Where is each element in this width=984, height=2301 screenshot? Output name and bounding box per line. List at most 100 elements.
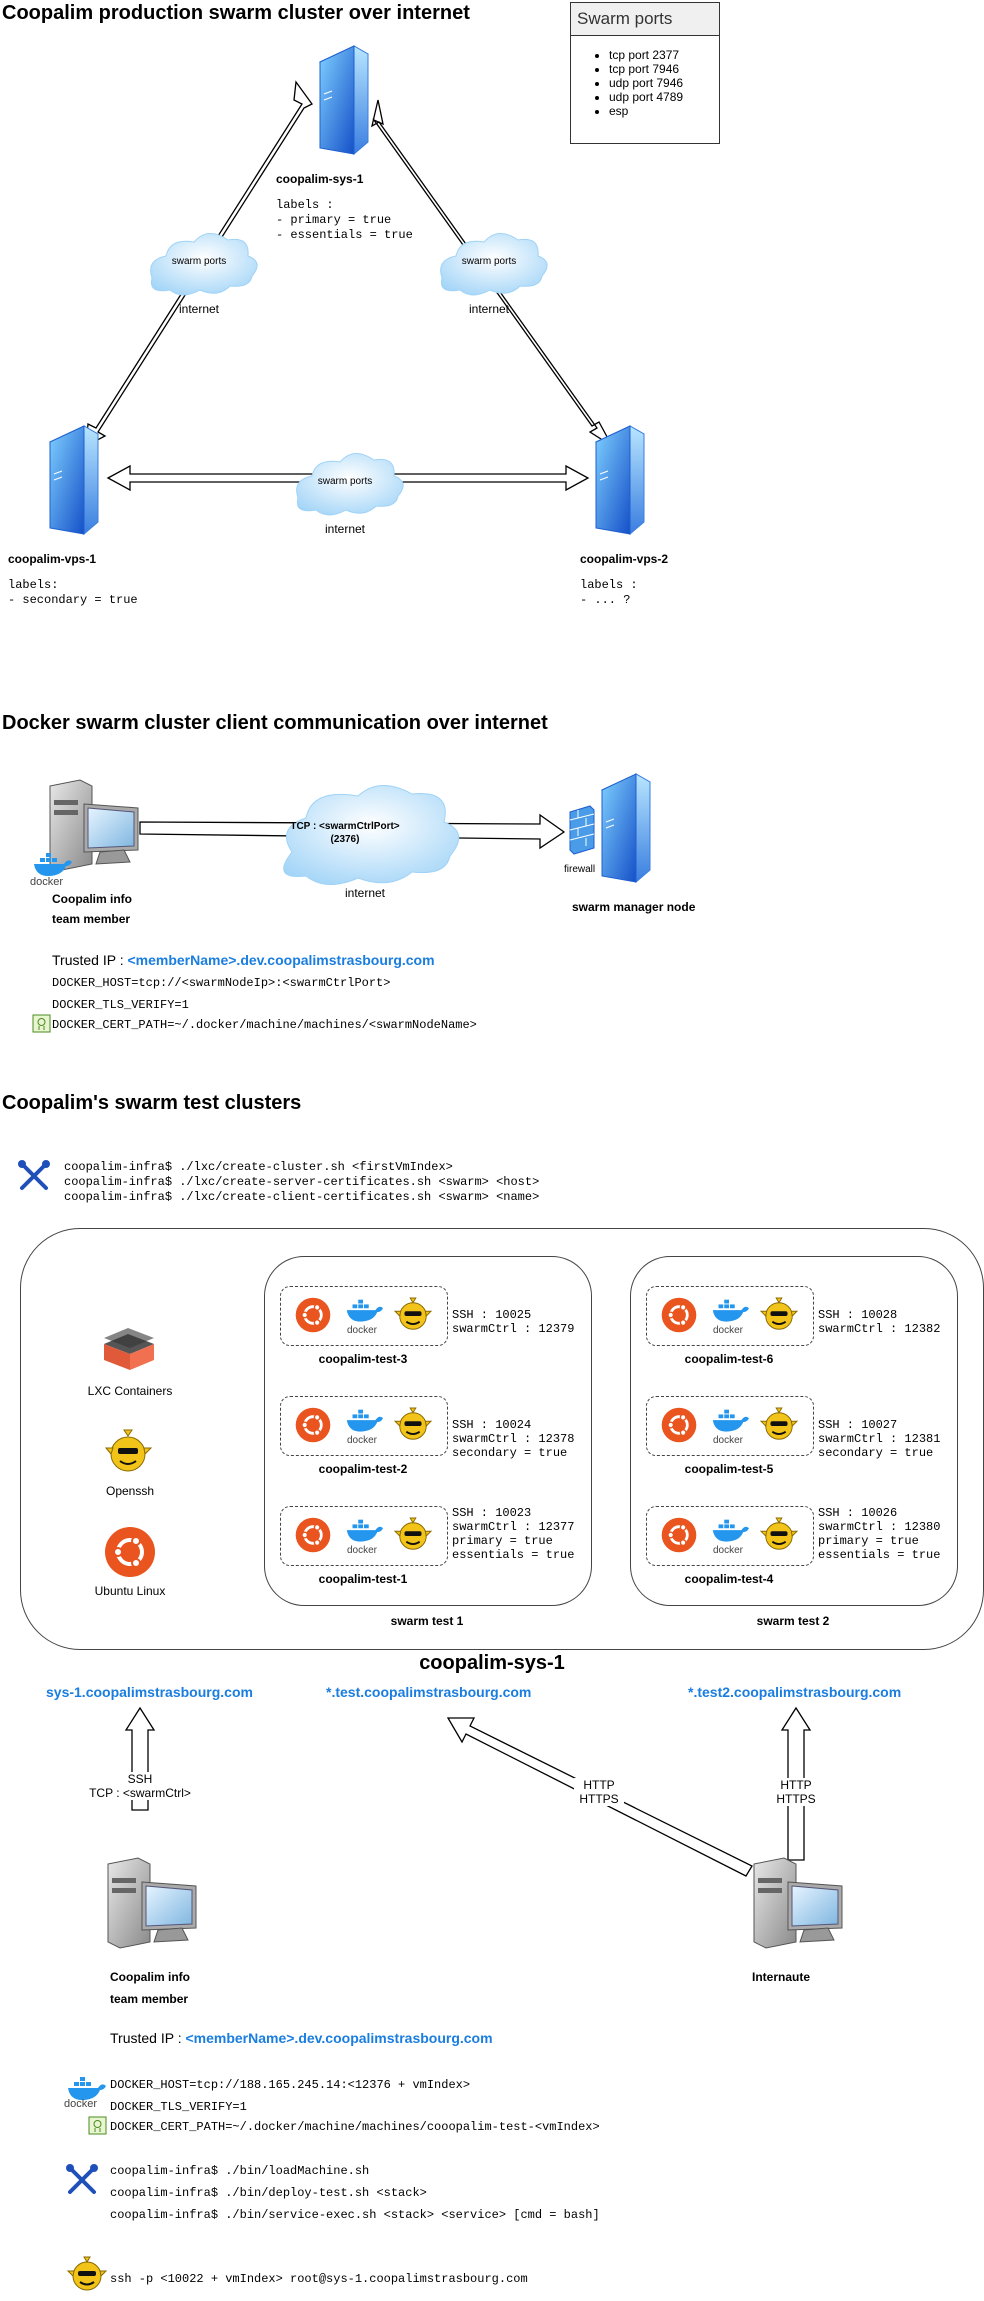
node-name-sys1: coopalim-sys-1 (276, 172, 364, 186)
section1-title: Coopalim production swarm cluster over i… (2, 2, 470, 24)
certificate-icon (32, 1014, 51, 1033)
tcp-label: TCP : <swarmCtrlPort> (2376) (280, 820, 410, 846)
trusted-ip-value: <memberName>.dev.coopalimstrasbourg.com (127, 952, 435, 968)
vm-box: docker (646, 1506, 814, 1566)
cloud-label: swarm ports (317, 476, 373, 487)
workstation-icon (753, 1857, 843, 1949)
swarm-cluster-name: swarm test 2 (756, 1614, 830, 1628)
cloud-icon (440, 233, 548, 296)
legend-item: tcp port 2377 (609, 48, 719, 62)
docker-logo-text: docker (30, 876, 64, 888)
member-label-1: Coopalim info (110, 1970, 190, 1984)
http-label-1: HTTP (771, 1778, 821, 1792)
http-label-2: HTTPS (771, 1792, 821, 1806)
vm-name: coopalim-test-6 (684, 1352, 774, 1366)
vm-box: docker (280, 1396, 448, 1456)
docker-logo-text: docker (347, 1435, 378, 1446)
trusted-ip: Trusted IP : <memberName>.dev.coopalimst… (52, 952, 435, 968)
swarm-ports-legend: Swarm ports tcp port 2377 tcp port 7946 … (570, 2, 720, 144)
swarm-cluster-name: swarm test 1 (390, 1614, 464, 1628)
openssh-icon (66, 2256, 108, 2291)
workstation-icon (107, 1857, 197, 1949)
node-labels-vps1: labels: - secondary = true (8, 578, 138, 607)
internet-label: internet (178, 302, 220, 316)
vm-box: docker (280, 1286, 448, 1346)
section3-title: Coopalim's swarm test clusters (2, 1092, 302, 1114)
env-docker-tls: DOCKER_TLS_VERIFY=1 (52, 998, 189, 1012)
env-docker-host: DOCKER_HOST=tcp://<swarmNodeIp>:<swarmCt… (52, 976, 391, 990)
vm-info: SSH : 10028 swarmCtrl : 12382 (818, 1308, 941, 1336)
tools-icon (66, 2164, 98, 2194)
legend-item: udp port 4789 (609, 90, 719, 104)
firewall-label: firewall (564, 864, 596, 875)
legend-item: esp (609, 104, 719, 118)
ssh-command: ssh -p <10022 + vmIndex> root@sys-1.coop… (110, 2272, 528, 2286)
env-docker-cert: DOCKER_CERT_PATH=~/.docker/machine/machi… (52, 1018, 477, 1032)
vm-info: SSH : 10026 swarmCtrl : 12380 primary = … (818, 1506, 941, 1562)
internet-label: internet (324, 522, 366, 536)
cloud-icon (296, 453, 404, 516)
workstation-icon (49, 779, 139, 871)
docker-logo-text: docker (347, 1325, 378, 1336)
trusted-ip-value: <memberName>.dev.coopalimstrasbourg.com (185, 2030, 493, 2046)
vm-box: docker (646, 1396, 814, 1456)
vm-name: coopalim-test-3 (318, 1352, 408, 1366)
manager-label: swarm manager node (572, 900, 696, 914)
node-labels-vps2: labels : - ... ? (580, 578, 638, 607)
legend-item: tcp port 7946 (609, 62, 719, 76)
node-name-vps2: coopalim-vps-2 (580, 552, 669, 566)
env-docker-tls: DOCKER_TLS_VERIFY=1 (110, 2100, 247, 2114)
internet-label: internet (468, 302, 510, 316)
member-label-2: team member (52, 912, 131, 926)
ssh-label-2: TCP : <swarmCtrl> (80, 1786, 200, 1800)
cmd-service-exec: coopalim-infra$ ./bin/service-exec.sh <s… (110, 2208, 600, 2222)
openssh-icon (104, 1429, 153, 1472)
firewall-icon (569, 805, 595, 855)
server-icon (594, 425, 646, 536)
vm-info: SSH : 10023 swarmCtrl : 12377 primary = … (452, 1506, 575, 1562)
setup-commands: coopalim-infra$ ./lxc/create-cluster.sh … (64, 1160, 540, 1204)
vm-box: docker (280, 1506, 448, 1566)
internaute-label: Internaute (752, 1970, 811, 1984)
domain-test: *.test.coopalimstrasbourg.com (326, 1684, 532, 1700)
cmd-load-machine: coopalim-infra$ ./bin/loadMachine.sh (110, 2164, 370, 2178)
domain-sys1: sys-1.coopalimstrasbourg.com (46, 1684, 253, 1700)
ubuntu-label: Ubuntu Linux (94, 1584, 166, 1598)
member-label-2: team member (110, 1992, 189, 2006)
server-icon (48, 425, 100, 536)
tcp-label-line1: TCP : <swarmCtrlPort> (290, 821, 400, 832)
ssh-label-1: SSH (100, 1772, 180, 1786)
docker-icon (34, 853, 72, 876)
legend-title: Swarm ports (571, 3, 719, 36)
tcp-label-line2: (2376) (330, 834, 360, 845)
section1-links (85, 80, 614, 516)
vm-name: coopalim-test-5 (684, 1462, 774, 1476)
vm-info: SSH : 10027 swarmCtrl : 12381 secondary … (818, 1418, 941, 1460)
section2-title: Docker swarm cluster client communicatio… (2, 712, 548, 734)
tools-icon (18, 1160, 50, 1190)
docker-icon (68, 2077, 106, 2100)
server-icon (600, 773, 652, 884)
domain-test2: *.test2.coopalimstrasbourg.com (688, 1684, 902, 1700)
certificate-icon (88, 2116, 107, 2135)
node-name-vps1: coopalim-vps-1 (8, 552, 97, 566)
vm-info: SSH : 10024 swarmCtrl : 12378 secondary … (452, 1418, 575, 1460)
docker-logo-text: docker (713, 1545, 744, 1556)
vm-info: SSH : 10025 swarmCtrl : 12379 (452, 1308, 575, 1336)
env-docker-host: DOCKER_HOST=tcp://188.165.245.14:<12376 … (110, 2078, 471, 2092)
cmd-deploy-test: coopalim-infra$ ./bin/deploy-test.sh <st… (110, 2186, 427, 2200)
node-labels-sys1: labels : - primary = true - essentials =… (276, 198, 413, 242)
docker-logo-text: docker (64, 2098, 98, 2110)
vm-name: coopalim-test-4 (684, 1572, 774, 1586)
lxc-label: LXC Containers (87, 1384, 173, 1398)
env-docker-cert: DOCKER_CERT_PATH=~/.docker/machine/machi… (110, 2120, 600, 2134)
docker-logo-text: docker (347, 1545, 378, 1556)
docker-logo-text: docker (713, 1325, 744, 1336)
section2-links (139, 785, 566, 885)
http-label-2: HTTPS (574, 1792, 624, 1806)
lxc-containers-icon (104, 1328, 154, 1370)
cloud-icon (283, 785, 460, 885)
openssh-label: Openssh (105, 1484, 155, 1498)
cloud-icon (150, 233, 258, 296)
cloud-label: swarm ports (461, 256, 517, 267)
